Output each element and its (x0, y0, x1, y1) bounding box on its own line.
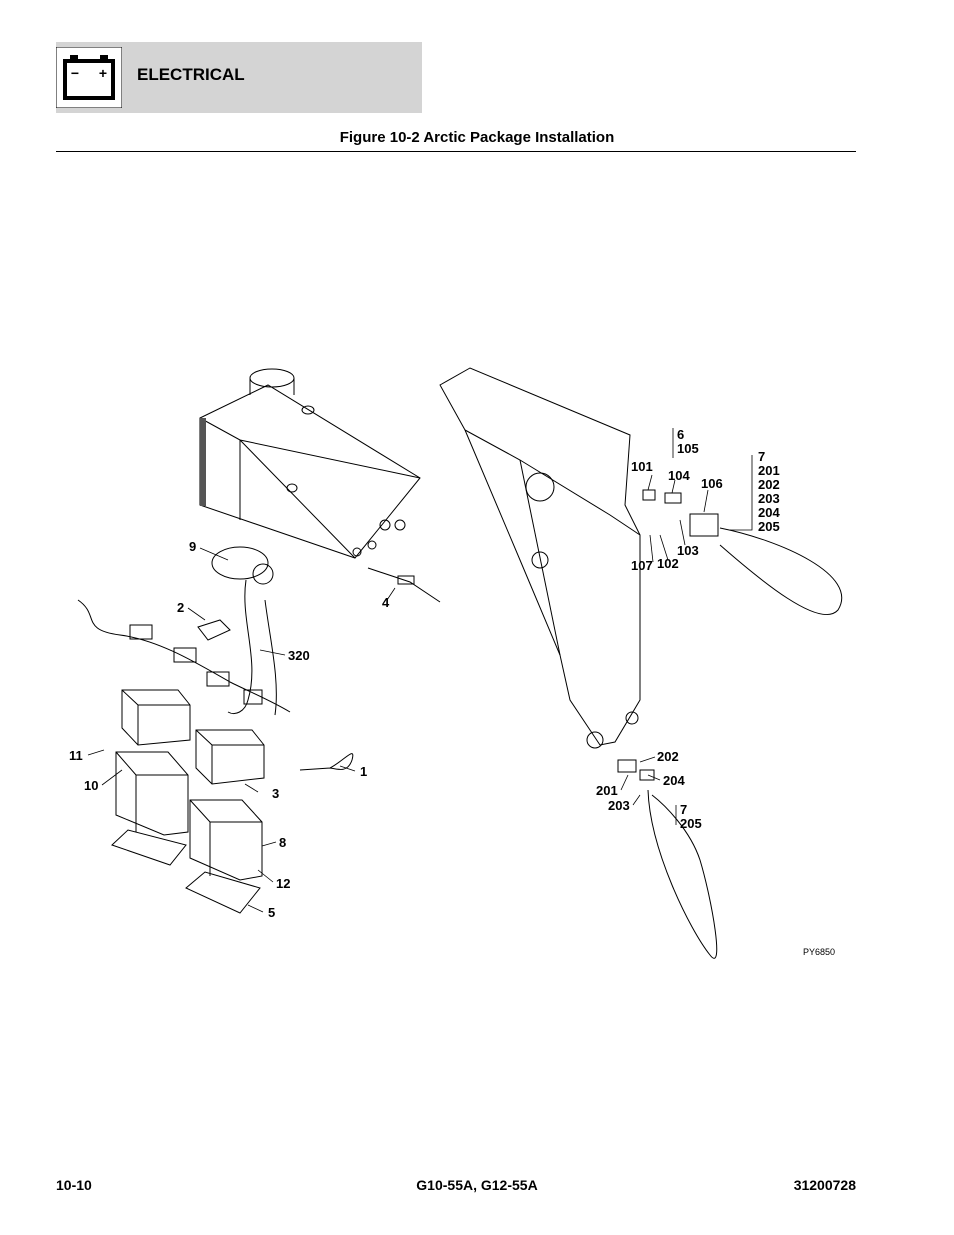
tank-heater (367, 567, 441, 603)
callout-8: 8 (279, 835, 286, 850)
section-title: ELECTRICAL (137, 65, 245, 84)
callout-204-upper: 204 (758, 505, 780, 520)
callout-202-upper: 202 (758, 477, 780, 492)
heater-pad (197, 619, 231, 641)
callout-104: 104 (668, 468, 690, 483)
callout-7-upper: 7 (758, 449, 765, 464)
fittings-upper (642, 489, 719, 537)
callout-102: 102 (657, 556, 679, 571)
footer-page-number: 10-10 (56, 1177, 92, 1193)
callout-9: 9 (189, 539, 196, 554)
callout-101: 101 (631, 459, 653, 474)
callout-205-lower: 205 (680, 816, 702, 831)
callout-1: 1 (360, 764, 367, 779)
footer-model: G10-55A, G12-55A (416, 1177, 538, 1193)
callout-12: 12 (276, 876, 290, 891)
drawing-id: PY6850 (803, 947, 835, 957)
battery-mat-1 (111, 829, 187, 866)
battery-plus-sign: + (99, 65, 107, 81)
callout-204-lower: 204 (663, 773, 685, 788)
callout-11: 11 (69, 748, 83, 763)
hose-upper (719, 527, 843, 616)
battery-tray-2 (195, 729, 265, 785)
battery-mat-2 (185, 871, 261, 914)
callout-201-upper: 201 (758, 463, 780, 478)
callout-4: 4 (382, 595, 390, 610)
callout-202-lower: 202 (657, 749, 679, 764)
battery-icon: − + (55, 46, 123, 109)
battery-heater (211, 546, 274, 585)
callout-320: 320 (288, 648, 310, 663)
callout-107: 107 (631, 558, 653, 573)
callout-106: 106 (701, 476, 723, 491)
hydraulic-tank (199, 368, 421, 559)
hose-lower (647, 789, 718, 959)
callout-7-lower: 7 (680, 802, 687, 817)
callout-2: 2 (177, 600, 184, 615)
callout-105: 105 (677, 441, 699, 456)
callout-205-upper: 205 (758, 519, 780, 534)
callout-10: 10 (84, 778, 98, 793)
callout-5: 5 (268, 905, 275, 920)
callout-103: 103 (677, 543, 699, 558)
battery-cable (299, 753, 354, 771)
fittings-lower (617, 759, 655, 781)
header-rule (56, 151, 856, 152)
leader-lines (87, 428, 753, 913)
battery-tray-1 (121, 689, 191, 746)
wiring-harness (77, 579, 291, 716)
arctic-package-diagram: 9 2 320 4 11 10 3 8 12 5 1 6 105 101 104… (69, 367, 843, 959)
figure-title: Figure 10-2 Arctic Package Installation (339, 129, 615, 146)
callout-3: 3 (272, 786, 279, 801)
callout-203-upper: 203 (758, 491, 780, 506)
battery-2 (189, 799, 263, 881)
battery-1 (115, 751, 189, 836)
callout-201-lower: 201 (596, 783, 618, 798)
callout-203-lower: 203 (608, 798, 630, 813)
callout-6: 6 (677, 427, 684, 442)
battery-minus-sign: − (71, 65, 79, 81)
footer-doc-number: 31200728 (793, 1177, 856, 1193)
boom-assembly (439, 367, 641, 749)
